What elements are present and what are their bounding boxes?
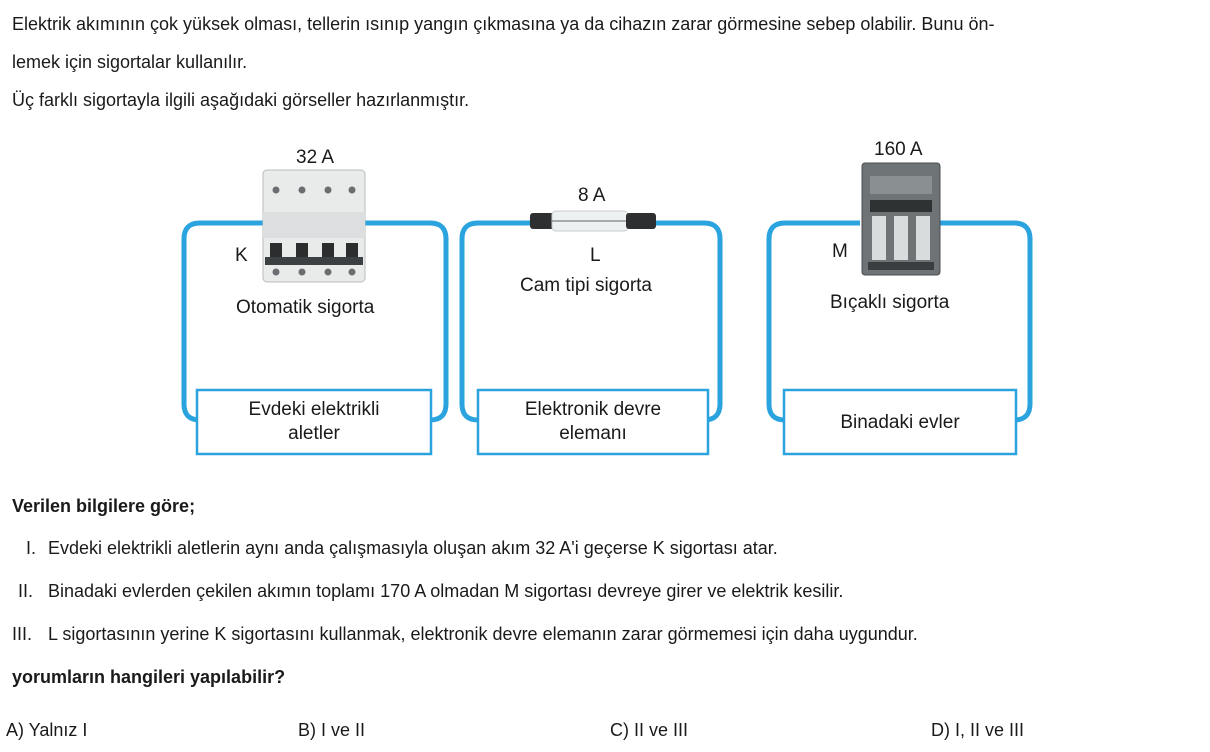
choice-b[interactable]: B) I ve II: [298, 720, 366, 740]
fuse-m-name: Bıçaklı sigorta: [830, 292, 950, 313]
circuit-m-wire: [766, 220, 1033, 423]
load-k-line-2: aletler: [288, 423, 340, 444]
statement-3-number: III.: [12, 624, 33, 644]
load-box-k: [195, 388, 433, 456]
load-l-line-1: Elektronik devre: [524, 399, 662, 420]
statement-3-text: L sigortasının yerine K sigortasını kull…: [48, 624, 918, 644]
circuit-k-wire: [181, 220, 449, 423]
question-prompt: yorumların hangileri yapılabilir?: [12, 667, 286, 687]
load-m-label: Binadaki evler: [786, 411, 1014, 435]
fuse-k-letter: K: [235, 245, 248, 266]
intro-line-2: lemek için sigortalar kullanılır.: [12, 52, 248, 72]
statement-2-number: II.: [18, 581, 34, 601]
statement-1-number: I.: [26, 538, 37, 558]
intro-line-1: Elektrik akımının çok yüksek olması, tel…: [12, 14, 995, 34]
load-box-m: [782, 388, 1018, 456]
load-m-line-1: Binadaki evler: [840, 412, 960, 433]
fuse-l-name: Cam tipi sigorta: [520, 275, 652, 296]
fuse-k-name: Otomatik sigorta: [236, 297, 375, 318]
knife-fuse-icon: [861, 162, 941, 276]
fuse-l-letter: L: [590, 245, 601, 266]
circuit-l-wire: [459, 220, 723, 423]
fuse-k-rating: 32 A: [296, 147, 335, 168]
fuse-circuits-diagram: [181, 162, 1033, 456]
statement-1-text: Evdeki elektrikli aletlerin aynı anda ça…: [48, 538, 778, 558]
choice-c[interactable]: C) II ve III: [610, 720, 689, 740]
choice-d[interactable]: D) I, II ve III: [931, 720, 1025, 740]
statement-2-text: Binadaki evlerden çekilen akımın toplamı…: [48, 581, 844, 601]
load-l-line-2: elemanı: [559, 423, 627, 444]
glass-fuse-icon: [530, 210, 656, 232]
automatic-fuse-icon: [262, 169, 366, 283]
intro-line-3: Üç farklı sigortayla ilgili aşağıdaki gö…: [12, 90, 470, 110]
fuse-m-rating: 160 A: [874, 139, 923, 160]
fuse-m-letter: M: [832, 241, 848, 262]
choice-a[interactable]: A) Yalnız I: [6, 720, 88, 740]
load-l-label: Elektronik devre elemanı: [480, 398, 706, 446]
load-k-label: Evdeki elektrikli aletler: [199, 398, 429, 446]
load-k-line-1: Evdeki elektrikli: [248, 399, 380, 420]
load-box-l: [476, 388, 710, 456]
question-lead: Verilen bilgilere göre;: [12, 496, 196, 516]
fuse-l-rating: 8 A: [578, 185, 606, 206]
